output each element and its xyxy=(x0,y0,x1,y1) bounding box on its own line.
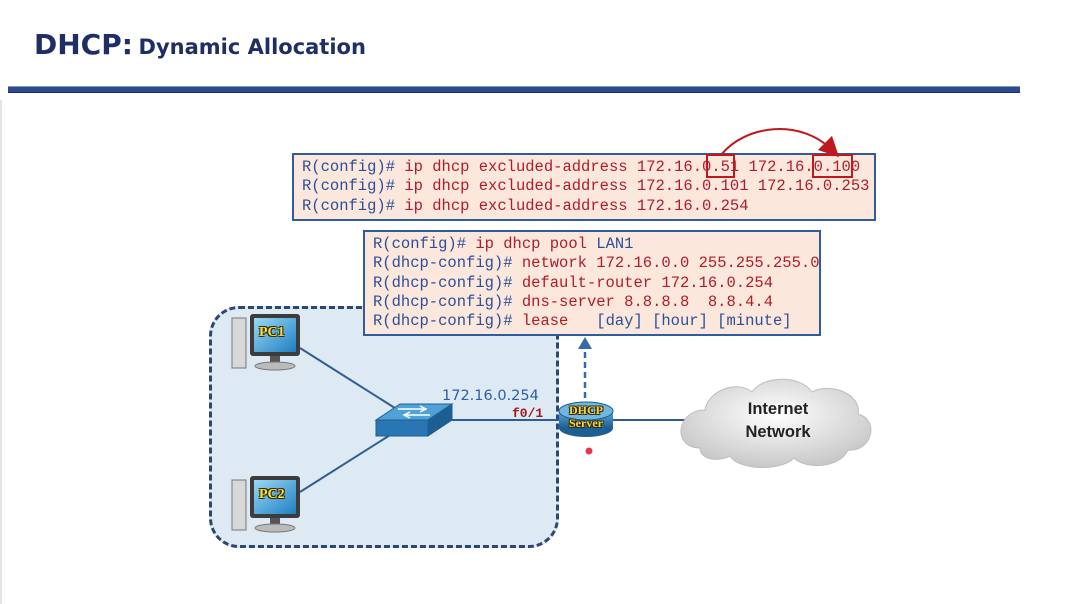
config-command: ip dhcp excluded-address xyxy=(404,196,628,215)
config-args: LAN1 xyxy=(596,235,634,253)
config-prompt: R(config)# xyxy=(373,235,467,253)
pc2-label: PC2 xyxy=(259,487,285,502)
pc2-computer-icon xyxy=(231,476,300,533)
highlight-box-100 xyxy=(812,154,853,178)
config-command: ip dhcp pool xyxy=(475,235,587,253)
config-prompt: R(dhcp-config)# xyxy=(373,273,513,292)
highlight-box-51 xyxy=(706,154,735,178)
config-args: [day] [hour] [minute] xyxy=(596,312,792,331)
router-label: DHCP Server xyxy=(557,404,615,430)
config-command: ip dhcp excluded-address xyxy=(404,158,628,176)
cursor-dot xyxy=(584,446,594,456)
config-command: network xyxy=(521,254,587,273)
config-line: R(config)# ip dhcp pool LAN1 xyxy=(373,235,811,254)
config-args: 172.16.0.101 172.16.0.253 xyxy=(636,177,870,196)
link-pc1-switch xyxy=(299,347,399,411)
title-main: DHCP: xyxy=(34,28,133,61)
gateway-ip-label: 172.16.0.254 xyxy=(442,388,539,404)
pc1-label: PC1 xyxy=(259,325,285,340)
config-args: 172.16.0.254 xyxy=(661,273,774,292)
cloud-label-line2: Network xyxy=(745,423,811,441)
pc1-computer-icon xyxy=(231,314,300,371)
config-command: dns-server xyxy=(521,292,615,311)
config-line: R(dhcp-config)# dns-server 8.8.8.8 8.8.4… xyxy=(373,293,811,312)
config-line: R(config)# ip dhcp excluded-address 172.… xyxy=(302,177,869,196)
cloud-icon xyxy=(680,378,872,469)
excluded-address-config: R(config)# ip dhcp excluded-address 172.… xyxy=(292,153,876,221)
config-line: R(dhcp-config)# network 172.16.0.0 255.2… xyxy=(373,254,820,273)
config-args-highlight-end: .100 xyxy=(822,158,861,176)
config-command: default-router xyxy=(521,273,653,292)
config-prompt: R(config)# xyxy=(302,196,396,215)
config-prompt: R(dhcp-config)# xyxy=(373,292,513,311)
config-args: 172.16.0.0 255.255.255.0 xyxy=(596,254,820,273)
config-command: lease xyxy=(521,312,569,331)
config-line: R(config)# ip dhcp excluded-address 172.… xyxy=(302,158,866,177)
title-subtitle: Dynamic Allocation xyxy=(138,35,366,59)
config-prompt: R(dhcp-config)# xyxy=(373,254,513,273)
config-prompt: R(config)# xyxy=(302,158,396,176)
config-args-highlight-start: .51 xyxy=(711,158,740,176)
config-prompt: R(dhcp-config)# xyxy=(373,312,513,331)
config-line: R(config)# ip dhcp excluded-address 172.… xyxy=(302,197,866,216)
left-edge-line xyxy=(0,100,2,604)
config-line: R(dhcp-config)# default-router 172.16.0.… xyxy=(373,274,811,293)
config-line: R(dhcp-config)# lease [day] [hour] [minu… xyxy=(373,312,811,331)
config-command: ip dhcp excluded-address xyxy=(404,177,628,196)
link-pc2-switch xyxy=(299,429,399,493)
switch-icon xyxy=(374,403,454,437)
cloud-label: Internet Network xyxy=(729,398,827,444)
router-label-line2: Server xyxy=(569,416,603,430)
router-port-label: f0/1 xyxy=(512,406,544,421)
router-icon xyxy=(558,401,614,437)
cloud-label-line1: Internet xyxy=(747,400,809,418)
slide-title: DHCP: Dynamic Allocation xyxy=(34,28,366,61)
router-to-config-arrowhead xyxy=(578,337,592,349)
config-args: 172.16.0 xyxy=(739,158,823,176)
config-args: 172.16.0 xyxy=(636,158,712,176)
config-args: 8.8.8.8 8.8.4.4 xyxy=(624,292,773,311)
range-arrow xyxy=(720,128,840,158)
router-label-line1: DHCP xyxy=(569,403,603,417)
config-prompt: R(config)# xyxy=(302,177,396,196)
config-args: 172.16.0.254 xyxy=(636,196,749,215)
title-divider xyxy=(8,86,1020,93)
